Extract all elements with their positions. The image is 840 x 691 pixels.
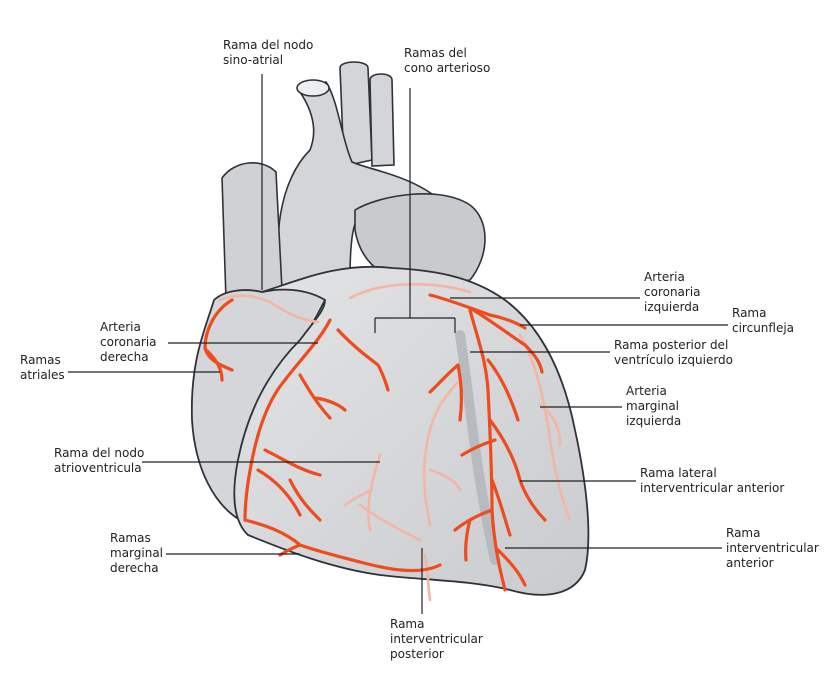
label-line: derecha xyxy=(100,350,149,364)
leader-conus xyxy=(374,88,456,333)
label-conus-branches: Ramas del cono arterioso xyxy=(404,46,490,76)
label-line: coronaria xyxy=(644,285,701,299)
anterior-interventricular-artery xyxy=(468,308,507,592)
label-line: Rama del nodo xyxy=(223,38,314,52)
posterior-lv-branch xyxy=(428,363,463,422)
label-line: Rama xyxy=(390,617,425,631)
back-artery-marginal-branch xyxy=(538,403,562,447)
label-line: marginal xyxy=(110,546,164,560)
anterior-arteries xyxy=(203,293,547,592)
label-line: interventricular anterior xyxy=(640,481,785,495)
label-line: cono arterioso xyxy=(404,61,491,75)
left-coronary-artery xyxy=(428,293,527,330)
conus-branch-mid xyxy=(298,373,347,420)
back-artery-left-marginal xyxy=(518,333,572,522)
label-line: marginal xyxy=(626,399,680,413)
label-atrial-branches: Ramas atriales xyxy=(20,353,65,383)
anterior-iv-tip-branch xyxy=(496,548,527,587)
aorta-opening xyxy=(296,79,330,97)
label-line: Rama lateral xyxy=(640,466,717,480)
label-left-coronary-artery: Arteria coronaria izquierda xyxy=(644,270,701,315)
diagonal-branch-1 xyxy=(486,358,520,422)
interventricular-groove xyxy=(455,330,500,565)
label-line: Ramas xyxy=(20,353,61,367)
label-line: Rama xyxy=(732,306,767,320)
label-line: Arteria xyxy=(644,270,685,284)
label-line: ventrículo izquierdo xyxy=(614,353,734,367)
label-line: circunfleja xyxy=(732,321,795,335)
label-line: Arteria xyxy=(100,320,141,334)
posterior-arteries xyxy=(218,282,572,602)
label-line: Ramas del xyxy=(404,46,467,60)
posterior-interventricular-artery xyxy=(358,560,442,573)
back-artery-posterior-lv xyxy=(422,378,462,527)
back-artery-inferior xyxy=(358,503,432,602)
back-artery-av-groove xyxy=(348,282,472,300)
label-left-marginal-artery: Arteria marginal izquierda xyxy=(626,384,681,429)
label-line: posterior xyxy=(390,647,444,661)
label-line: izquierda xyxy=(644,300,700,314)
great-vessels xyxy=(221,61,486,301)
diagonal-branch-2 xyxy=(488,418,547,522)
label-line: derecha xyxy=(110,561,159,575)
av-node-branch xyxy=(263,448,322,522)
label-anterior-interventricular-branch: Rama interventricular anterior xyxy=(726,526,819,571)
label-line: izquierda xyxy=(626,414,682,428)
pulmonary-trunk xyxy=(354,193,486,286)
label-line: Ramas xyxy=(110,531,151,545)
label-sa-node-branch: Rama del nodo sino-atrial xyxy=(223,38,313,68)
label-line: atriales xyxy=(20,368,65,382)
label-circumflex-branch: Rama circunfleja xyxy=(732,306,794,336)
label-line: interventricular xyxy=(390,632,483,646)
leader-lines xyxy=(68,74,728,614)
label-right-coronary-artery: Arteria coronaria derecha xyxy=(100,320,157,365)
label-posterior-interventricular-branch: Rama interventricular posterior xyxy=(390,617,483,662)
label-posterior-lv-branch: Rama posterior del ventrículo izquierdo xyxy=(614,338,733,368)
label-av-node-branch: Rama del nodo atrioventricula xyxy=(54,446,144,476)
lateral-branch xyxy=(460,438,497,457)
right-coronary-descending xyxy=(243,318,332,522)
label-line: atrioventricula xyxy=(54,461,142,475)
label-lateral-interventricular-branch: Rama lateral interventricular anterior xyxy=(640,466,784,496)
back-artery-atrial xyxy=(218,294,320,324)
atrial-branch xyxy=(204,348,224,382)
heart-body xyxy=(190,265,590,596)
circumflex-branch xyxy=(468,306,544,374)
carotid-vessel xyxy=(369,73,395,167)
label-line: sino-atrial xyxy=(223,53,284,67)
anterior-iv-lower-branch xyxy=(453,508,494,562)
diagonal-branch-3 xyxy=(490,478,512,537)
label-line: Rama del nodo xyxy=(54,446,145,460)
conus-branch-left xyxy=(336,328,390,392)
label-line: Rama posterior del xyxy=(614,338,729,352)
right-coronary-artery xyxy=(203,298,234,372)
label-line: anterior xyxy=(726,556,774,570)
label-line: Rama xyxy=(726,526,761,540)
ventricles xyxy=(233,265,590,596)
label-right-marginal-branches: Ramas marginal derecha xyxy=(110,531,163,576)
label-line: coronaria xyxy=(100,335,157,349)
label-line: interventricular xyxy=(726,541,819,555)
superior-vena-cava xyxy=(221,162,283,301)
label-line: Arteria xyxy=(626,384,667,398)
